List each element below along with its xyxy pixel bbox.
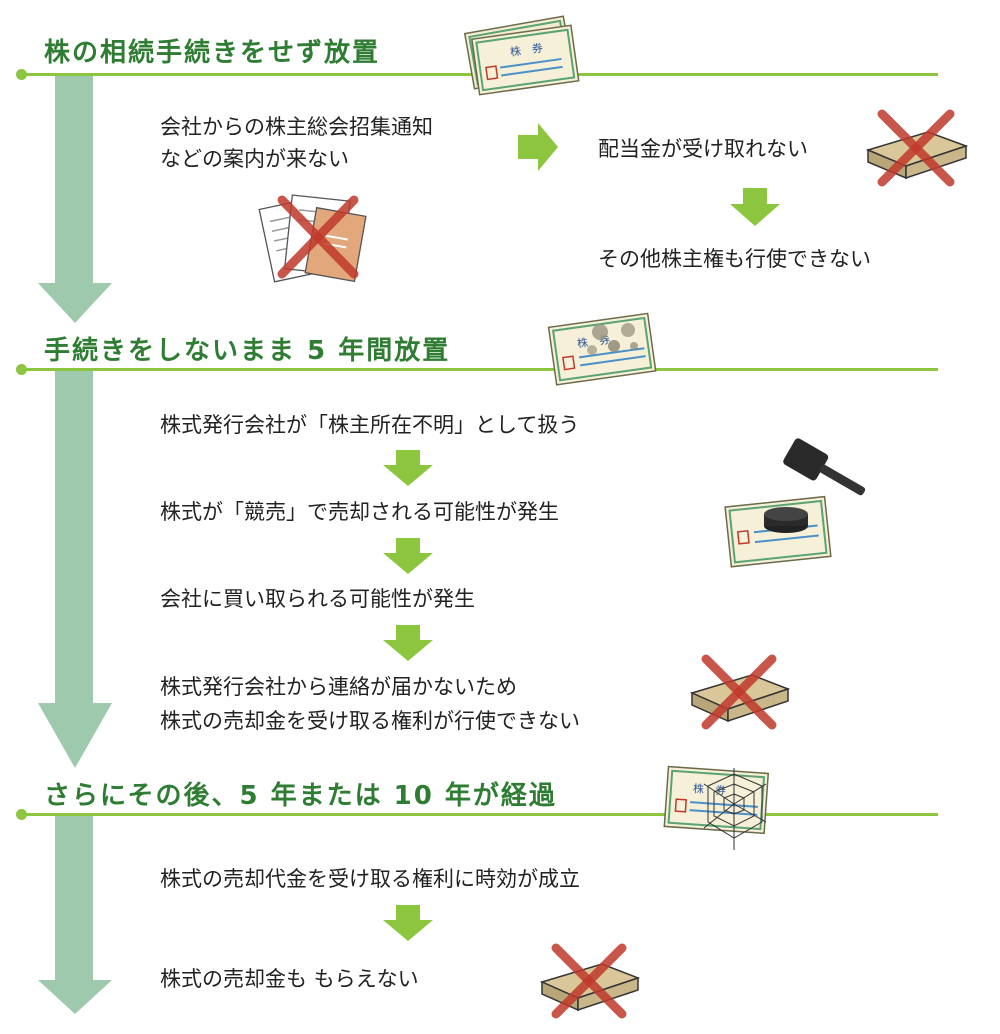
stock-certificate-icon: 株 券 xyxy=(463,15,580,96)
notice-line-2: などの案内が来ない xyxy=(160,147,349,171)
crossed-out-money-icon xyxy=(688,654,793,730)
step-text-2: 株式が「競売」で売却される可能性が発生 xyxy=(160,500,559,524)
auction-gavel-icon xyxy=(720,438,870,570)
crossed-out-money-icon xyxy=(538,943,643,1019)
down-arrow-icon xyxy=(730,188,780,226)
crossed-out-documents-icon xyxy=(258,188,373,288)
svg-text:株 券: 株 券 xyxy=(509,41,544,59)
section-3-heading: さらにその後、5 年または 10 年が経過 xyxy=(44,781,557,811)
notice-line-1: 会社からの株主総会招集通知 xyxy=(160,115,433,139)
down-arrow-icon xyxy=(383,905,433,941)
down-arrow-icon xyxy=(383,625,433,661)
section-2-rule xyxy=(20,368,938,371)
final-text-2: 株式の売却金を受け取る権利が行使できない xyxy=(160,709,580,733)
down-arrow-icon xyxy=(383,450,433,486)
dividend-text: 配当金が受け取れない xyxy=(598,137,808,161)
section-1-heading: 株の相続手続きをせず放置 xyxy=(44,38,381,68)
dusty-certificate-icon: 株 券 xyxy=(547,312,658,386)
section-2-heading: 手続きをしないまま 5 年間放置 xyxy=(44,336,451,366)
step-text-3: 会社に買い取られる可能性が発生 xyxy=(160,587,475,611)
final-text-1: 株式発行会社から連絡が届かないため xyxy=(160,675,517,699)
crossed-out-money-icon xyxy=(862,109,972,187)
no-money-text: 株式の売却金も もらえない xyxy=(160,967,419,991)
right-arrow-icon xyxy=(518,123,558,171)
down-arrow-icon xyxy=(383,538,433,574)
section-3-rule xyxy=(20,813,938,816)
other-rights-text: その他株主権も行使できない xyxy=(598,247,871,271)
step-text-1: 株式発行会社が「株主所在不明」として扱う xyxy=(160,413,580,437)
cobweb-certificate-icon: 株 券 xyxy=(662,764,774,854)
prescription-text: 株式の売却代金を受け取る権利に時効が成立 xyxy=(160,867,580,891)
